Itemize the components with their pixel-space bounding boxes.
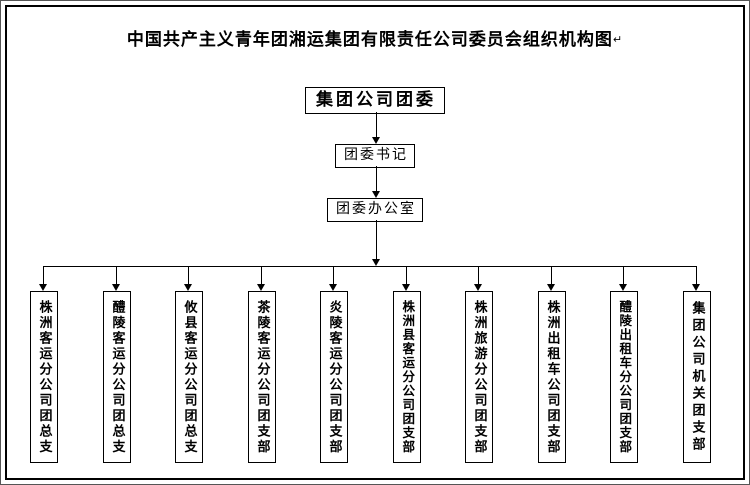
branch-label: 株洲旅游分公司团支部	[471, 299, 487, 455]
arrowhead-icon	[372, 259, 380, 266]
org-chart-title: 中国共产主义青年团湘运集团有限责任公司委员会组织机构图↵	[1, 25, 749, 50]
root-node-group-committee: 集团公司团委	[305, 87, 445, 115]
arrowhead-icon	[329, 284, 337, 291]
branch-label: 株洲县客运分公司团支部	[400, 300, 416, 454]
branch-label: 攸县客运分公司团总支	[181, 299, 197, 455]
drop-line-8	[551, 267, 552, 284]
arrowhead-icon	[474, 284, 482, 291]
secretary-node: 团委书记	[335, 144, 415, 168]
drop-line-7	[478, 267, 479, 284]
arrowhead-icon	[372, 137, 380, 144]
arrowhead-icon	[692, 284, 700, 291]
branch-node-zhuzhou-county: 株洲县客运分公司团支部	[393, 291, 421, 463]
arrowhead-icon	[39, 284, 47, 291]
arrowhead-icon	[257, 284, 265, 291]
branch-node-chaling-passenger: 茶陵客运分公司团支部	[248, 291, 276, 463]
branch-label: 醴陵出租车分公司团支部	[617, 300, 633, 454]
branch-label: 茶陵客运分公司团支部	[254, 299, 270, 455]
branch-label: 集团公司机关团支部	[689, 300, 705, 454]
arrowhead-icon	[402, 284, 410, 291]
branch-node-zhuzhou-taxi: 株洲出租车公司团支部	[538, 291, 566, 463]
drop-line-6	[406, 267, 407, 284]
arrowhead-icon	[619, 284, 627, 291]
arrowhead-icon	[547, 284, 555, 291]
branch-node-hq-office: 集团公司机关团支部	[683, 291, 711, 463]
drop-line-1	[43, 267, 44, 284]
connector-office-bus	[376, 220, 377, 259]
arrowhead-icon	[184, 284, 192, 291]
branch-node-liling-passenger: 醴陵客运分公司团总支	[103, 291, 131, 463]
drop-line-4	[261, 267, 262, 284]
branch-label: 株洲出租车公司团支部	[544, 299, 560, 455]
paragraph-mark-icon: ↵	[612, 33, 624, 46]
branch-node-yanling-passenger: 炎陵客运分公司团支部	[320, 291, 348, 463]
drop-line-9	[623, 267, 624, 284]
arrowhead-icon	[372, 191, 380, 198]
branch-node-liling-taxi: 醴陵出租车分公司团支部	[610, 291, 638, 463]
bus-line	[43, 266, 697, 267]
branch-node-zhuzhou-passenger: 株洲客运分公司团总支	[30, 291, 58, 463]
connector-root-secretary	[376, 112, 377, 137]
drop-line-5	[333, 267, 334, 284]
branch-label: 炎陵客运分公司团支部	[326, 299, 342, 455]
office-node: 团委办公室	[327, 198, 423, 222]
branch-label: 醴陵客运分公司团总支	[109, 299, 125, 455]
drop-line-2	[116, 267, 117, 284]
drop-line-3	[188, 267, 189, 284]
branch-label: 株洲客运分公司团总支	[36, 299, 52, 455]
branch-node-zhuzhou-tourism: 株洲旅游分公司团支部	[465, 291, 493, 463]
arrowhead-icon	[112, 284, 120, 291]
connector-secretary-office	[376, 166, 377, 191]
drop-line-10	[696, 267, 697, 284]
branch-node-youxian-passenger: 攸县客运分公司团总支	[175, 291, 203, 463]
title-text: 中国共产主义青年团湘运集团有限责任公司委员会组织机构图	[126, 30, 613, 50]
